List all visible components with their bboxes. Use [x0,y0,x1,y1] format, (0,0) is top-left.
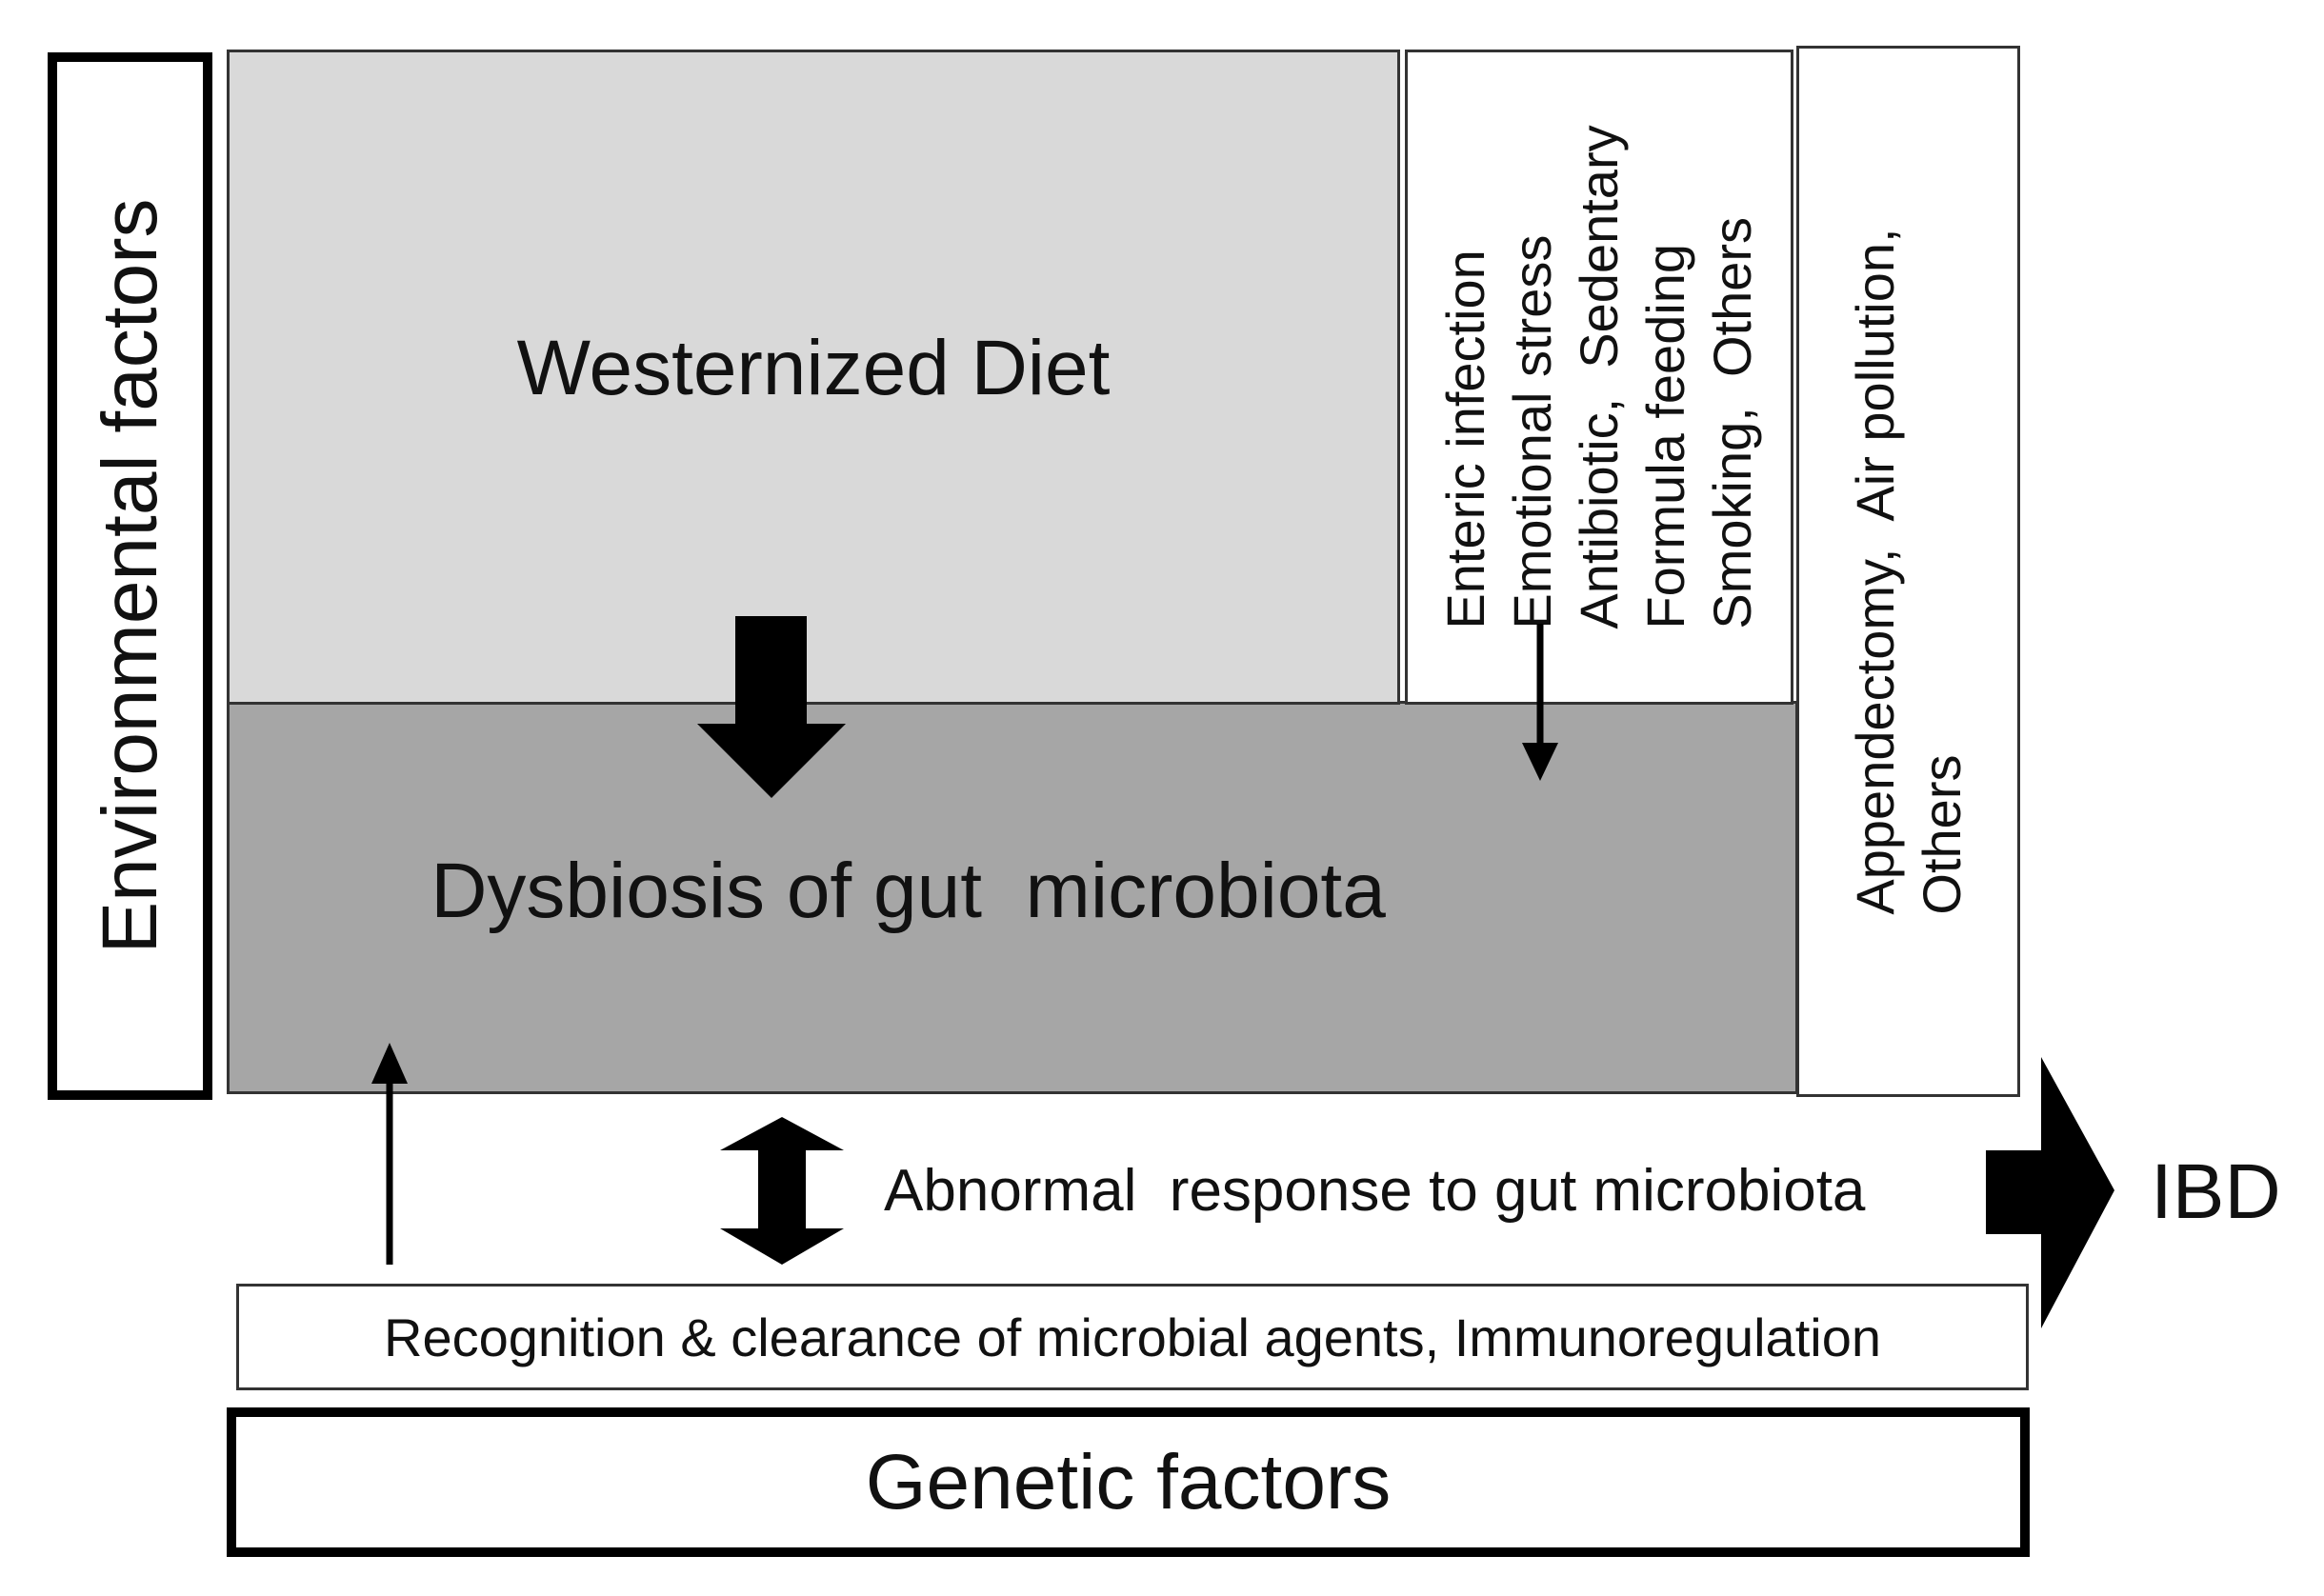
ibd-arrow [1986,1057,2114,1328]
diet-to-dysbiosis-arrow [697,616,846,798]
other-environmental-factors-box: Enteric infection Emotional stress Antib… [1405,50,1793,705]
genetic-factors-label: Genetic factors [865,1438,1392,1526]
ibd-label: IBD [2151,1148,2281,1235]
appendectomy-factors-box: Appendectomy, Air pollution, Others [1796,46,2020,1097]
recognition-box: Recognition & clearance of microbial age… [236,1284,2029,1390]
recognition-label: Recognition & clearance of microbial age… [384,1307,1881,1367]
dysbiosis-label: Dysbiosis of gut microbiota [431,848,1386,934]
westernized-diet-box: Westernized Diet [227,50,1400,705]
environmental-factors-box: Environmental factors [48,52,212,1100]
bidirectional-arrow [720,1117,844,1265]
factors-to-dysbiosis-arrow [1522,624,1558,781]
westernized-diet-label: Westernized Diet [516,325,1111,411]
abnormal-response-label: Abnormal response to gut microbiota [884,1158,1866,1224]
genetic-factors-box: Genetic factors [227,1407,2030,1557]
genetic-to-dysbiosis-arrow [371,1043,408,1265]
